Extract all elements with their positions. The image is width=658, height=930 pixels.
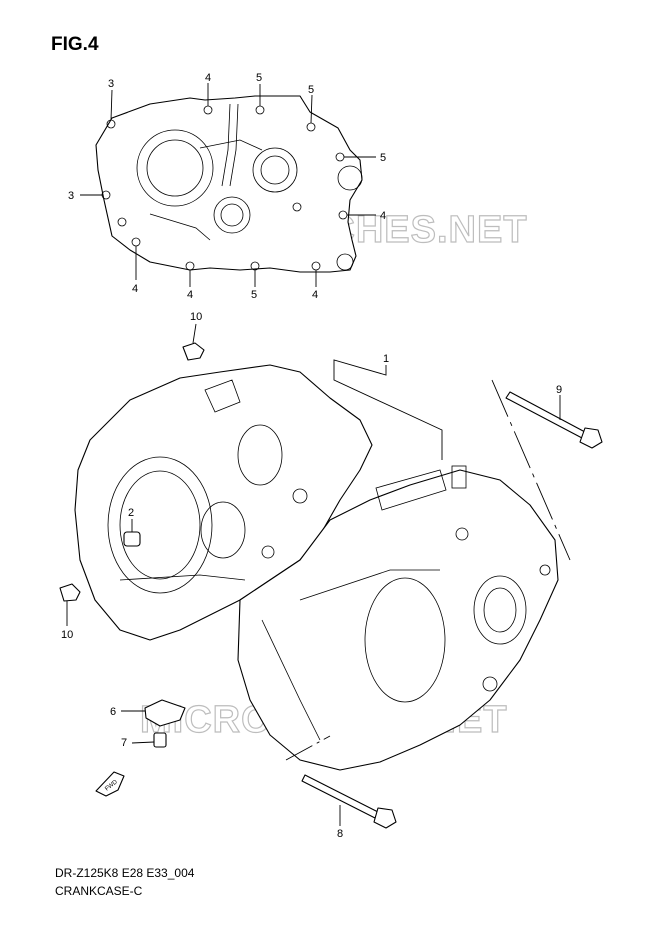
callout-top-5c: 5 bbox=[380, 152, 386, 164]
plug-lower bbox=[59, 583, 81, 626]
callout-top-4c: 4 bbox=[132, 283, 138, 295]
long-bolt-lower bbox=[301, 774, 397, 829]
dowel-pin bbox=[123, 519, 141, 547]
callout-top-4b: 4 bbox=[380, 210, 386, 222]
callout-top-3b: 3 bbox=[68, 190, 74, 202]
callout-9: 9 bbox=[556, 384, 562, 396]
long-bolt-upper bbox=[505, 391, 603, 449]
section-name: CRANKCASE-C bbox=[55, 884, 143, 898]
callout-top-4e: 4 bbox=[312, 289, 318, 301]
callout-top-3a: 3 bbox=[108, 78, 114, 90]
callout-top-4d: 4 bbox=[187, 289, 193, 301]
fwd-arrow-icon: FWD bbox=[95, 771, 125, 797]
callout-8: 8 bbox=[337, 828, 343, 840]
model-code: DR-Z125K8 E28 E33_004 bbox=[55, 866, 195, 880]
bracket bbox=[121, 699, 186, 727]
callout-7: 7 bbox=[121, 737, 127, 749]
crankcase-right-half bbox=[237, 465, 559, 771]
assembly-leaders bbox=[285, 359, 571, 761]
callout-top-5b: 5 bbox=[308, 84, 314, 96]
callout-6: 6 bbox=[110, 706, 116, 718]
top-view-leaders bbox=[80, 83, 376, 287]
callout-1: 1 bbox=[383, 353, 389, 365]
crankcase-top-view bbox=[95, 95, 363, 273]
callout-2: 2 bbox=[128, 507, 134, 519]
callout-10-lower: 10 bbox=[61, 629, 73, 641]
plug-upper bbox=[182, 323, 205, 361]
callout-top-5a: 5 bbox=[256, 72, 262, 84]
callout-top-4a: 4 bbox=[205, 72, 211, 84]
small-bolt bbox=[131, 732, 167, 748]
figure-title: FIG.4 bbox=[51, 34, 99, 55]
callout-top-5d: 5 bbox=[251, 289, 257, 301]
callout-10-upper: 10 bbox=[190, 311, 202, 323]
